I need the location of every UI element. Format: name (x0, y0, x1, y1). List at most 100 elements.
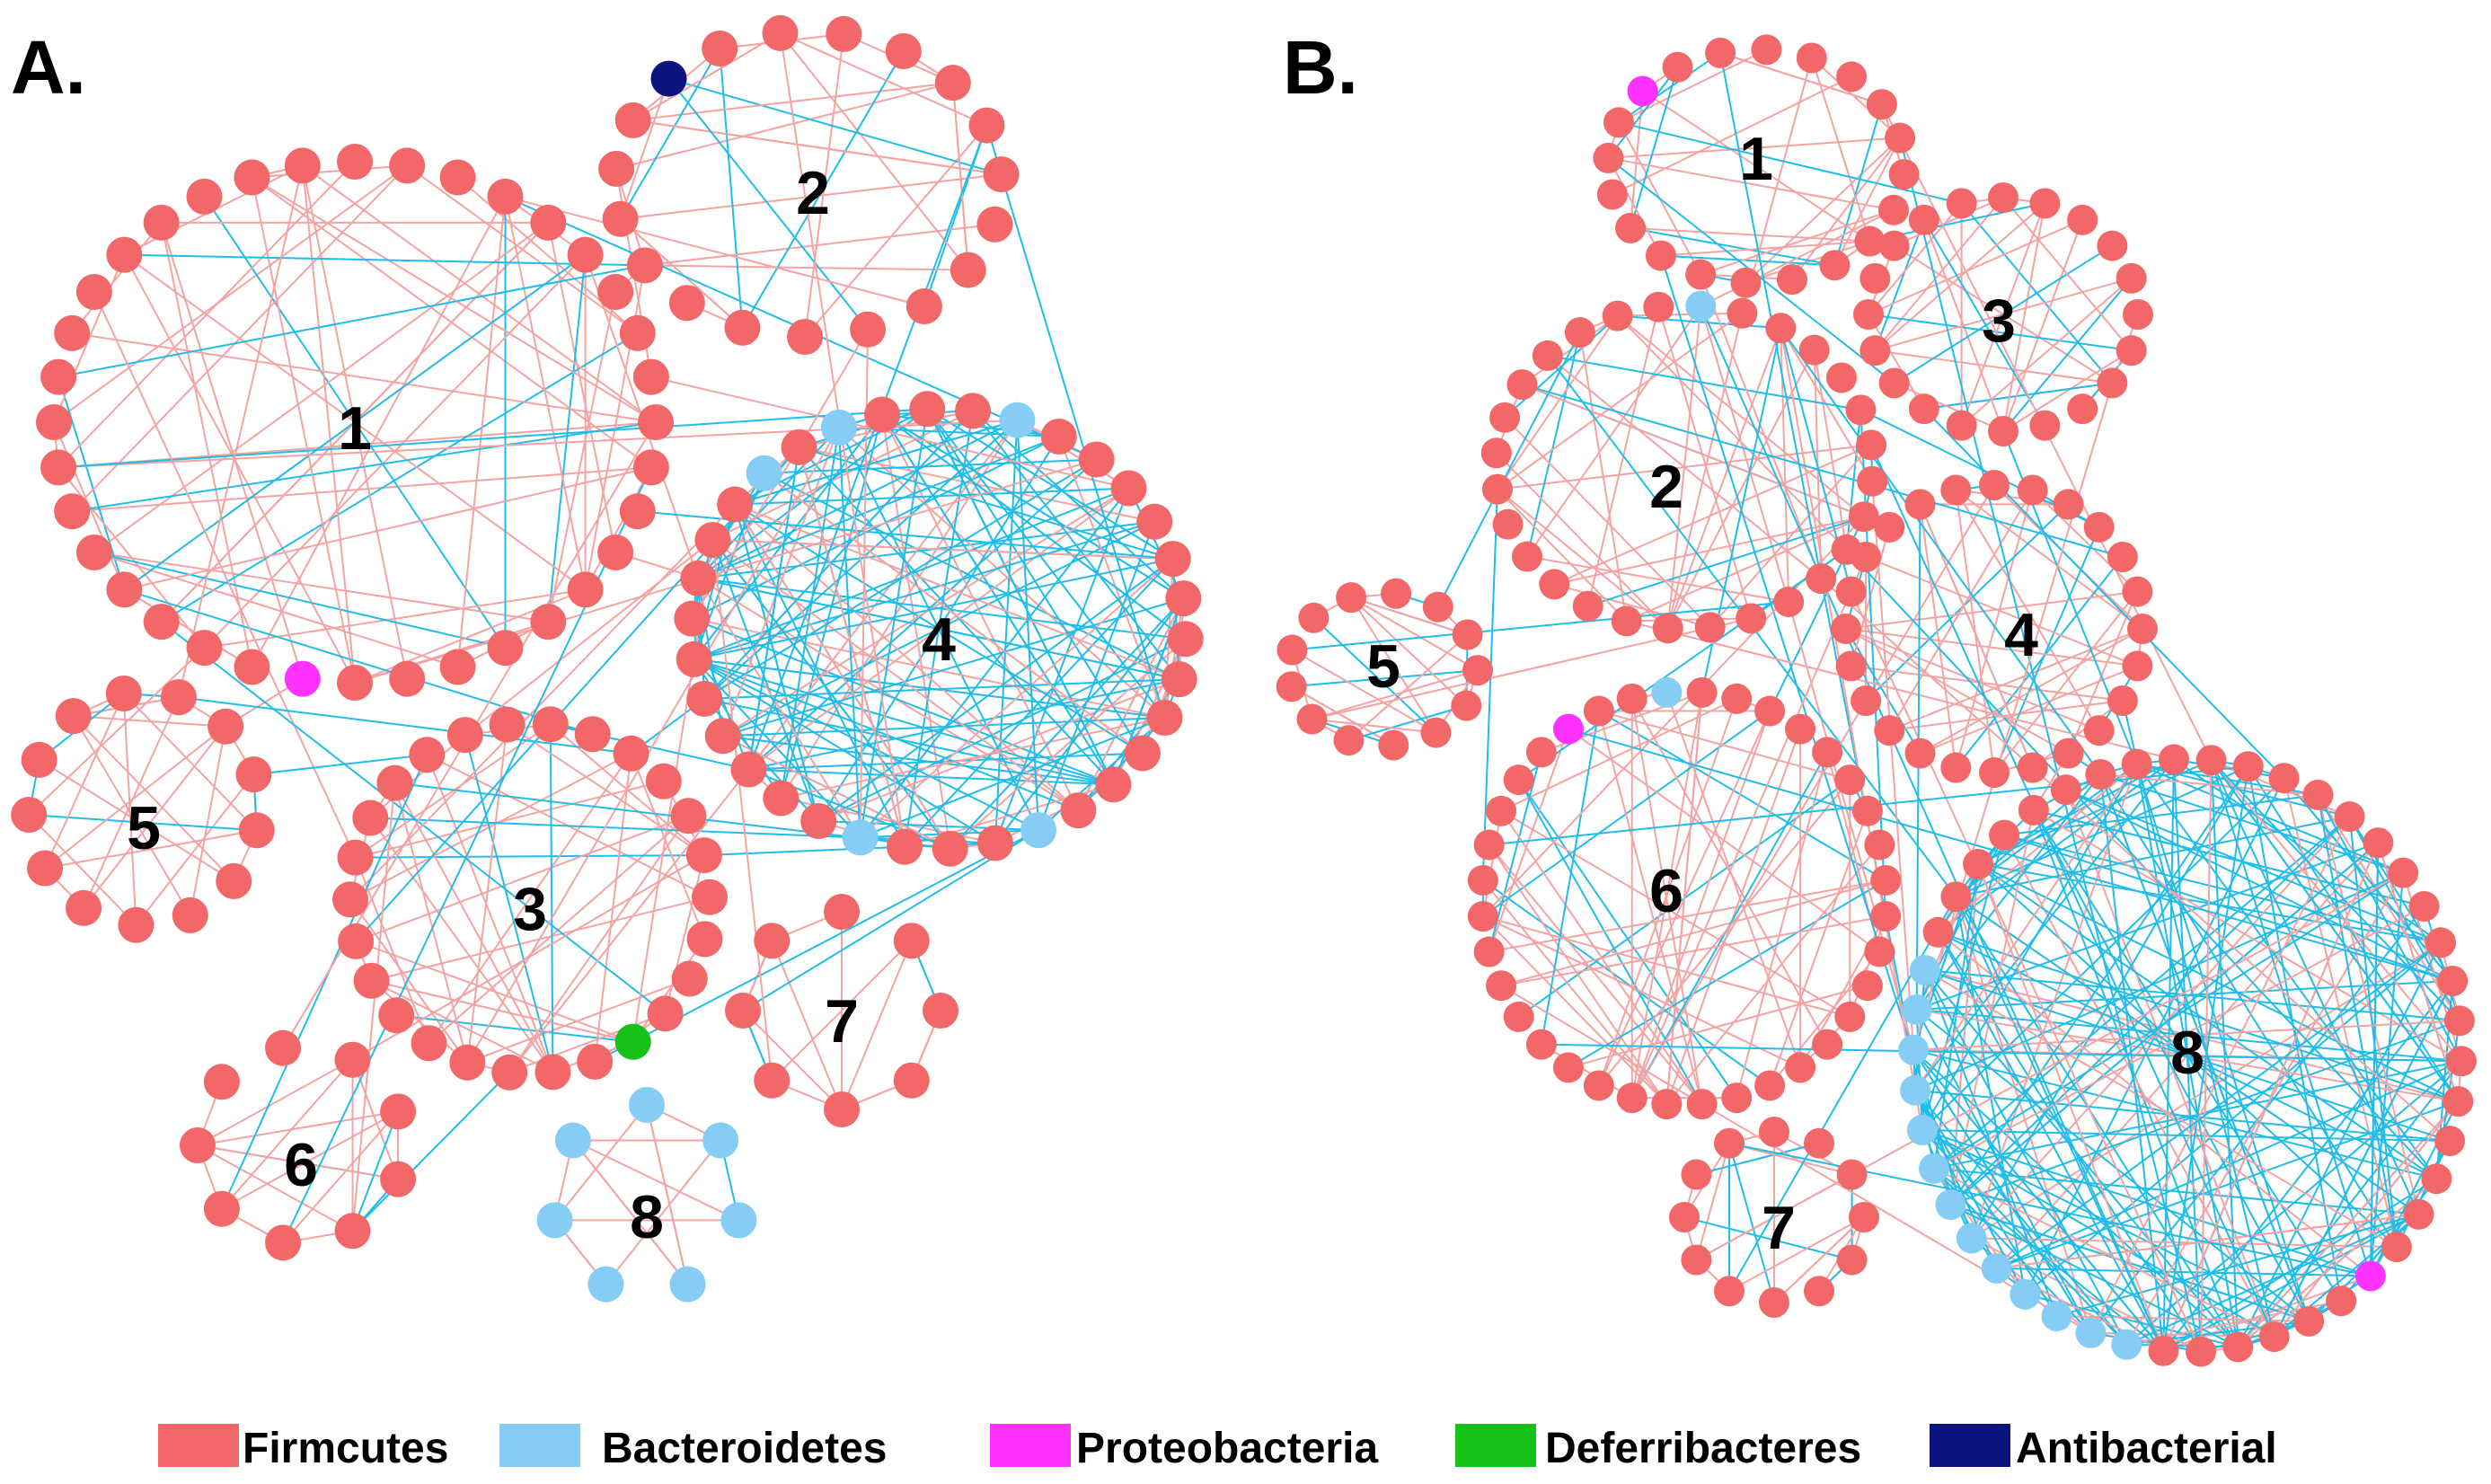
node-firmcutes (1593, 142, 1624, 173)
node-firmcutes (2122, 650, 2153, 682)
network-edge (1933, 1167, 2165, 1352)
network-edge (1500, 697, 1737, 812)
network-edge (1915, 1009, 1923, 1131)
node-firmcutes (597, 274, 634, 310)
network-edge (1522, 384, 1865, 518)
network-edge (1612, 75, 1852, 196)
network-edge (161, 331, 639, 623)
network-edge (160, 222, 253, 667)
network-edge (2348, 816, 2398, 1248)
node-firmcutes (1888, 159, 1920, 190)
network-edge (1865, 503, 2070, 702)
node-firmcutes (2425, 927, 2457, 958)
legend-label-antibacterial: Antibacterial (2016, 1425, 2277, 1472)
network-edge (1728, 1143, 1775, 1303)
node-firmcutes (614, 102, 651, 138)
node-firmcutes (1754, 1070, 1786, 1101)
network-edge (1865, 556, 2138, 667)
network-edge (72, 421, 657, 513)
network-edge (251, 176, 652, 469)
node-firmcutes (1988, 416, 2018, 446)
network-edge (252, 164, 408, 179)
network-edge (464, 734, 554, 1073)
network-edge (2002, 349, 2133, 432)
network-edge (1709, 444, 1872, 628)
network-edge (2135, 764, 2438, 1179)
network-edge (1850, 591, 2202, 1353)
network-edge (2033, 808, 2462, 1063)
node-bacteroidetes (1909, 954, 1940, 985)
network-edge (1630, 226, 1835, 267)
node-proteobacteria (1552, 713, 1584, 745)
node-firmcutes (118, 906, 155, 943)
node-firmcutes (968, 107, 1005, 144)
node-firmcutes (40, 449, 77, 486)
node-firmcutes (1835, 650, 1867, 682)
module-label-b-1: 1 (1739, 125, 1773, 193)
network-edge (93, 222, 549, 553)
node-bacteroidetes (1935, 1189, 1966, 1221)
node-firmcutes (1336, 582, 1367, 614)
node-firmcutes (1730, 267, 1762, 298)
node-firmcutes (1452, 619, 1483, 650)
network-edge (1955, 489, 2100, 731)
node-firmcutes (352, 799, 389, 836)
node-firmcutes (1885, 122, 1916, 154)
network-edge (1915, 1089, 2451, 1143)
network-edge (632, 119, 1002, 176)
network-edge (1554, 516, 1865, 586)
network-edge (771, 940, 913, 1082)
network-edge (704, 697, 1114, 786)
node-bacteroidetes (1956, 1223, 1987, 1254)
node-firmcutes (1812, 1029, 1843, 1060)
node-firmcutes (2443, 1005, 2475, 1037)
network-edge (1540, 711, 1600, 1045)
network-edge (2273, 980, 2454, 1338)
network-edge (1482, 915, 1801, 1069)
network-edge (508, 815, 690, 1073)
node-firmcutes (680, 560, 717, 596)
nodes-layer (11, 14, 2477, 1367)
network-edge (630, 753, 706, 940)
node-firmcutes (1804, 1127, 1834, 1159)
node-firmcutes (337, 665, 373, 701)
network-edge (58, 419, 1018, 469)
node-firmcutes (2195, 745, 2227, 776)
network-edge (57, 376, 126, 590)
node-firmcutes (1874, 715, 1905, 746)
network-edge (197, 1144, 399, 1180)
network-edge (1955, 897, 2027, 1295)
node-firmcutes (389, 147, 426, 184)
network-edge (741, 50, 905, 329)
network-edge (646, 1104, 689, 1285)
network-edge (44, 693, 125, 869)
node-firmcutes (1615, 212, 1647, 243)
node-firmcutes (1681, 1159, 1712, 1190)
network-edge (859, 409, 929, 838)
network-edge (693, 520, 1155, 660)
node-firmcutes (2116, 335, 2147, 367)
network-edge (371, 979, 633, 1043)
node-bacteroidetes (999, 402, 1036, 438)
node-firmcutes (1988, 182, 2018, 213)
network-edge (605, 1139, 721, 1285)
network-edge (1436, 331, 1581, 608)
network-edge (1292, 600, 1789, 651)
network-edge (72, 331, 657, 423)
module-label-a-8: 8 (630, 1183, 664, 1251)
node-firmcutes (353, 962, 390, 999)
node-firmcutes (676, 640, 712, 677)
network-edge (396, 1014, 633, 1043)
network-edge (547, 222, 617, 553)
network-edge (123, 588, 252, 668)
network-edge (1870, 444, 2275, 1338)
network-edge (1949, 809, 2035, 1206)
legend-swatch-antibacterial (1930, 1424, 2010, 1467)
network-edge (220, 754, 428, 1210)
network-edge (1482, 516, 1865, 917)
network-edge (1833, 137, 1901, 266)
network-edge (881, 413, 1115, 785)
network-edge (1912, 1049, 2239, 1348)
legend-swatch-deferribacteres (1455, 1424, 1536, 1467)
node-firmcutes (754, 923, 791, 959)
